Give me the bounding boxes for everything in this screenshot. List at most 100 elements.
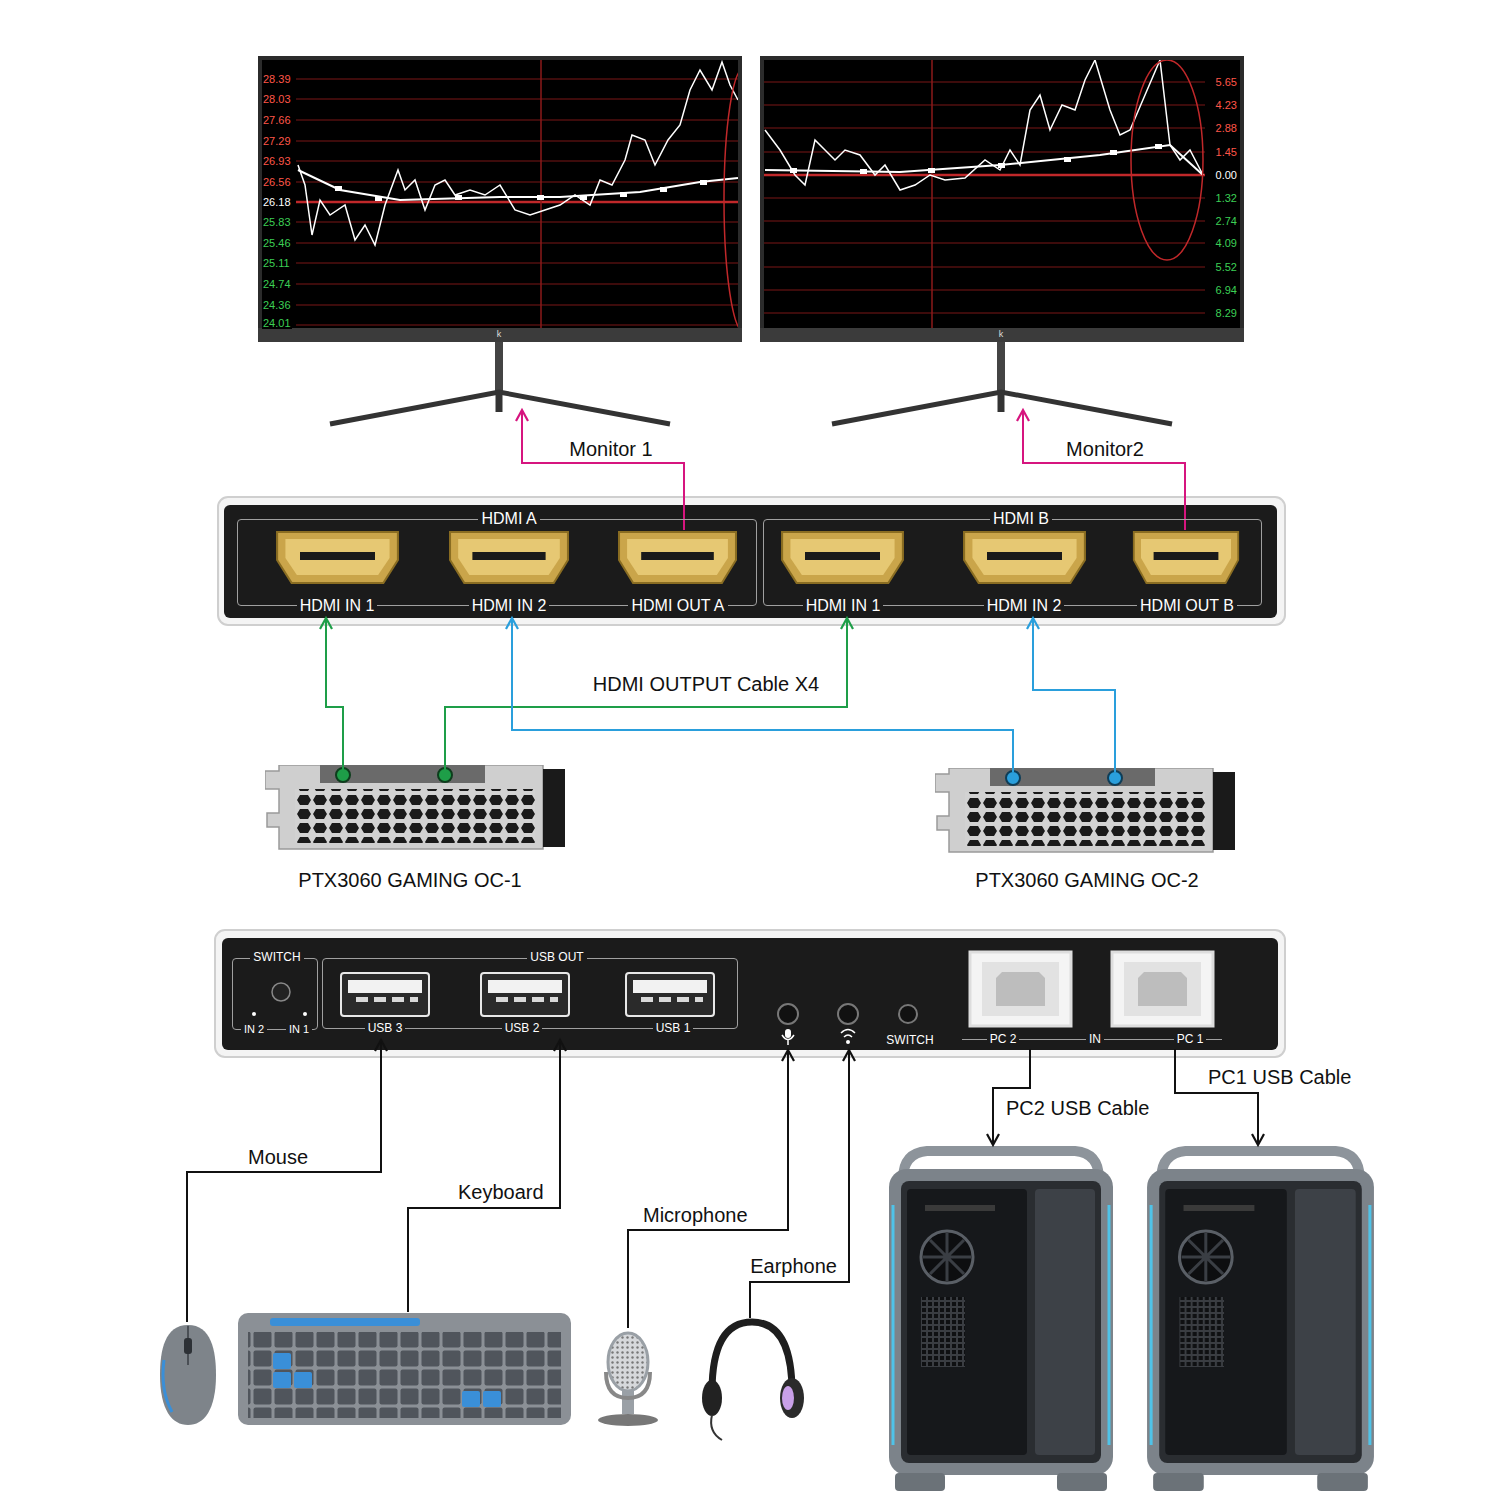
- axis-value: 6.94: [1215, 284, 1238, 297]
- keyboard-icon: [248, 1332, 561, 1418]
- kvm-switch-housing: [778, 1004, 798, 1024]
- keyboard-icon: [270, 1318, 420, 1326]
- mouse-icon: [163, 1360, 172, 1412]
- kvm-switch-housing: [481, 973, 569, 1016]
- stock-chart: [580, 195, 587, 200]
- usb-port: USB 3: [335, 968, 435, 1040]
- usb-cable: [408, 1040, 566, 1312]
- keyboard-icon: [238, 1313, 571, 1425]
- mouse-icon: [160, 1325, 216, 1425]
- usb-port: USB 1: [620, 968, 720, 1040]
- axis-value: 24.01: [262, 317, 292, 330]
- arrowhead: [1027, 618, 1039, 629]
- cable-label: Monitor2: [1063, 438, 1147, 461]
- cable-line: [512, 618, 1013, 772]
- kvm-switch-housing: [222, 938, 1278, 1050]
- stock-chart: [931, 60, 933, 328]
- hdmi-switch-housing: [1134, 532, 1238, 583]
- arrowhead: [1017, 410, 1029, 421]
- keyboard-icon: [294, 1372, 312, 1388]
- stock-chart: [860, 169, 867, 174]
- graphics-card: [935, 768, 1235, 852]
- axis-value: 26.18: [262, 196, 292, 209]
- headphone-icon: [712, 1322, 792, 1392]
- graphics-card: [935, 768, 1235, 852]
- stock-chart: [540, 60, 542, 328]
- hdmi-switch-housing: [277, 532, 398, 583]
- cable-line: [522, 410, 684, 530]
- stock-chart: [998, 163, 1005, 168]
- stock-chart: [375, 196, 382, 201]
- pc-tower: [889, 1151, 1113, 1491]
- headphone-icon: [711, 1415, 722, 1440]
- port-label: HDMI OUT A: [628, 597, 727, 615]
- arrowhead: [1252, 1134, 1264, 1145]
- hdmi-port: HDMI OUT A: [614, 530, 742, 618]
- keyboard-icon: [238, 1313, 571, 1425]
- caption: PC2 USB Cable: [1003, 1097, 1152, 1120]
- headphone-icon: [780, 1378, 804, 1418]
- port-label: USB OUT: [527, 951, 586, 965]
- monitor: [760, 56, 1244, 424]
- hdmi-switch-housing: [218, 497, 1285, 625]
- arrowhead: [375, 1040, 387, 1051]
- axis-value: 0.00: [1215, 169, 1238, 182]
- axis-value: 25.46: [262, 237, 292, 250]
- kvm-switch-housing: [841, 1030, 855, 1038]
- pc-tower: [889, 1151, 1113, 1491]
- port-label: HDMI IN 1: [803, 597, 884, 615]
- keyboard-icon: [462, 1391, 480, 1407]
- monitor: 5.654.232.881.450.001.322.744.095.526.94…: [760, 56, 1244, 410]
- monitor: 28.3928.0327.6627.2926.9326.5626.1825.83…: [258, 56, 742, 410]
- port-label: USB 1: [653, 1022, 694, 1036]
- kvm-switch-housing: [272, 983, 290, 1001]
- cable-line: [1175, 1049, 1258, 1145]
- hdmi-cable: [320, 618, 343, 772]
- cable-label: Monitor 1: [566, 438, 655, 461]
- kvm-switch-housing: [215, 930, 1285, 1057]
- axis-value: 1.45: [1215, 146, 1238, 159]
- group-heading: HDMI A: [478, 510, 539, 528]
- port-label: HDMI IN 1: [297, 597, 378, 615]
- kvm-switch-housing: [626, 973, 714, 1016]
- hdmi-port: HDMI IN 1: [778, 530, 908, 618]
- headphone-icon: [782, 1386, 794, 1410]
- usb-port: PC 2: [966, 948, 1076, 1049]
- kvm-switch-housing: [899, 1005, 917, 1023]
- hdmi-switch-housing: [450, 532, 568, 583]
- graphics-card: [265, 765, 565, 849]
- stock-chart: [1131, 60, 1203, 260]
- stock-chart: [298, 62, 738, 245]
- cable-line: [1033, 618, 1115, 772]
- caption: Keyboard: [455, 1181, 547, 1204]
- hdmi-switch-housing: [782, 532, 903, 583]
- kvm-switch-housing: [970, 952, 1071, 1026]
- axis-value: 5.65: [1215, 76, 1238, 89]
- axis-value: 25.11: [262, 257, 291, 270]
- arrowhead: [841, 618, 853, 629]
- port-label: SWITCH: [250, 951, 303, 965]
- port-group: USB OUTUSB 3USB 2USB 1: [322, 958, 738, 1029]
- stock-chart: [764, 174, 1205, 177]
- arrowhead: [506, 618, 518, 629]
- axis-value: 27.29: [262, 135, 292, 148]
- port-label: HDMI IN 2: [984, 597, 1065, 615]
- headphone-icon: [702, 1322, 804, 1440]
- arrowhead: [516, 410, 528, 421]
- arrowhead: [782, 1050, 794, 1061]
- stock-chart: [764, 60, 1205, 328]
- port-label: PC 1: [1174, 1033, 1207, 1047]
- axis-value: 27.66: [262, 114, 292, 127]
- hdmi-port: HDMI OUT B: [1128, 530, 1246, 618]
- monitor: [764, 60, 1240, 328]
- caption: Mouse: [245, 1146, 311, 1169]
- port-label: IN: [1086, 1033, 1104, 1047]
- hdmi-cable: [445, 618, 853, 772]
- axis-value: 25.83: [262, 216, 292, 229]
- port-label: IN 1: [286, 1023, 312, 1036]
- kvm-switch-housing: [303, 1012, 307, 1016]
- port-group: INPC 2PC 1: [962, 945, 1222, 1040]
- monitor: [495, 342, 503, 394]
- axis-value: 28.39: [262, 73, 292, 86]
- microphone-icon: [598, 1414, 658, 1426]
